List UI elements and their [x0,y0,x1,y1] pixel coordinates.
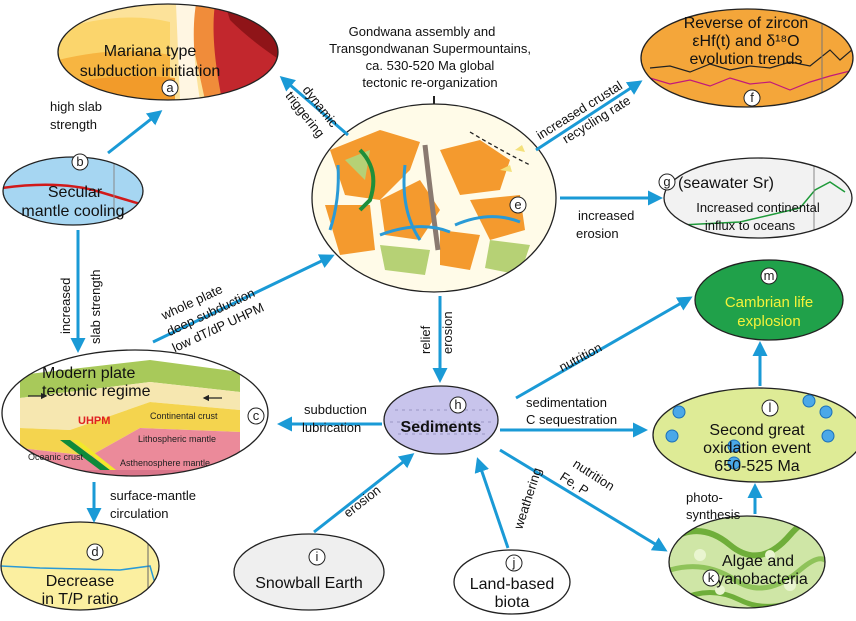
label-e-g-2: erosion [576,226,619,241]
node-c-continental: Continental crust [150,411,218,421]
node-l-line1: Second great [709,422,805,439]
label-h-l-1: sedimentation [526,395,607,410]
node-h-badge: h [454,397,461,412]
node-g-continental-influx: (seawater Sr) Increased continental infl… [658,157,853,239]
node-l-badge: l [769,400,772,415]
label-h-m-1: nutrition [556,340,604,375]
node-k-badge: k [708,570,715,585]
arrow-e-to-a [279,76,349,137]
node-f-line2: εHf(t) and δ¹⁸O [692,33,799,50]
node-j-line2: biota [495,594,530,611]
node-g-line1: (seawater Sr) [678,175,774,192]
node-c-line2: tectonic regime [42,383,151,400]
node-c-badge: c [253,408,260,423]
node-f-zircon-trends: Reverse of zircon εHf(t) and δ¹⁸O evolut… [640,8,854,108]
label-h-c-1: subduction [304,402,367,417]
label-c-d-2: circulation [110,506,169,521]
node-a-subduction-initiation: Mariana type subduction initiation a [57,3,279,101]
arrow-h-to-m [515,296,693,400]
node-g-line3: influx to oceans [705,218,796,233]
node-l-line2: oxidation event [703,440,811,457]
node-h-sediments: Sediments h [383,385,499,455]
node-d-tp-ratio: Decrease in T/P ratio d [0,521,160,611]
node-b-line1: Secular [48,184,103,201]
node-c-oceanic: Oceanic crust [28,452,84,462]
label-b-a-2: strength [50,117,97,132]
node-k-line1: Algae and [722,553,794,570]
label-h-l-2: C sequestration [526,412,617,427]
label-e-g-1: increased [578,208,634,223]
node-f-line3: evolution trends [690,51,803,68]
node-a-badge: a [166,80,174,95]
arrow-e-to-f [535,80,643,152]
node-c-uhpm: UHPM [78,415,110,427]
node-l-line3: 650-525 Ma [714,458,799,475]
node-c-asthenosphere: Asthenosphere mantle [120,458,210,468]
node-j-badge: j [512,555,516,570]
node-k-algae: Algae and cyanobacteria k [668,515,826,609]
node-e-badge: e [514,197,521,212]
label-k-l-2: synthesis [686,507,741,522]
node-m-line1: Cambrian life [725,294,813,311]
label-e-h-1: relief [418,325,433,354]
label-c-d-1: surface-mantle [110,488,196,503]
node-j-land-biota: Land-based biota j [453,549,571,615]
node-g-line2: Increased continental [696,200,820,215]
label-b-c-1: increased [58,278,73,334]
node-h-line1: Sediments [401,419,482,436]
node-c-plate-tectonic-regime: Modern plate tectonic regime UHPM Contin… [1,349,269,477]
node-l-bubbles [665,394,835,470]
node-b-mantle-cooling: Secular mantle cooling b [2,153,144,226]
node-e-caption1: Gondwana assembly and [349,24,496,39]
node-k-line2: cyanobacteria [708,571,808,588]
label-j-h-1: weathering [510,466,544,532]
node-c-lithospheric: Lithospheric mantle [138,434,216,444]
node-i-badge: i [316,549,319,564]
node-e-gondwana: Gondwana assembly and Transgondwanan Sup… [311,24,557,293]
label-b-a-1: high slab [50,99,102,114]
node-i-line1: Snowball Earth [255,575,363,592]
node-c-line1: Modern plate [42,365,135,382]
node-b-line2: mantle cooling [21,203,124,220]
node-e-caption2: Transgondwanan Supermountains, [329,41,531,56]
node-m-cambrian-explosion: Cambrian life explosion m [694,259,844,341]
node-e-caption3: ca. 530-520 Ma global [366,58,495,73]
arrow-c-to-e [152,254,335,344]
label-b-c-2: slab strength [88,270,103,344]
node-g-badge: g [663,174,670,189]
node-e-caption4: tectonic re-organization [362,75,497,90]
label-h-c-2: lubrication [302,420,361,435]
node-d-line2: in T/P ratio [42,591,119,608]
node-a-line2: subduction initiation [80,63,221,80]
node-f-badge: f [750,90,754,105]
node-m-badge: m [764,268,775,283]
arrow-j-to-h [474,457,510,549]
node-f-line1: Reverse of zircon [684,15,809,32]
node-j-line1: Land-based [470,576,555,593]
label-k-l-1: photo- [686,490,723,505]
node-d-badge: d [91,544,98,559]
node-d-line1: Decrease [46,573,115,590]
arrow-i-to-h [313,453,415,534]
arrow-b-to-a [107,110,163,155]
arrow-h-to-k [499,448,668,552]
label-i-h-1: erosion [341,482,384,520]
node-b-badge: b [76,154,83,169]
node-a-line1: Mariana type [104,43,197,60]
node-i-snowball-earth: Snowball Earth i [233,533,385,611]
node-m-line2: explosion [737,313,800,330]
label-e-h-2: erosion [440,311,455,354]
node-l-oxidation-event: Second great oxidation event 650-525 Ma … [652,387,856,483]
